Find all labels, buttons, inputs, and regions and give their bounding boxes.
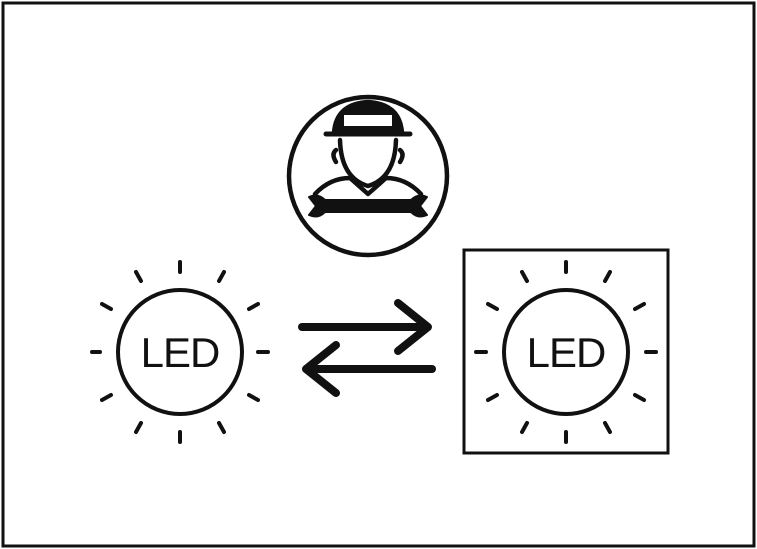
technician-with-wrench-icon [286,94,450,258]
right-led-label: LED [527,329,606,376]
left-led-label: LED [141,329,220,376]
right-led-box [462,248,670,455]
left-led-icon [90,260,270,444]
right-led-icon [474,260,658,444]
exchange-arrows-icon [298,299,436,397]
